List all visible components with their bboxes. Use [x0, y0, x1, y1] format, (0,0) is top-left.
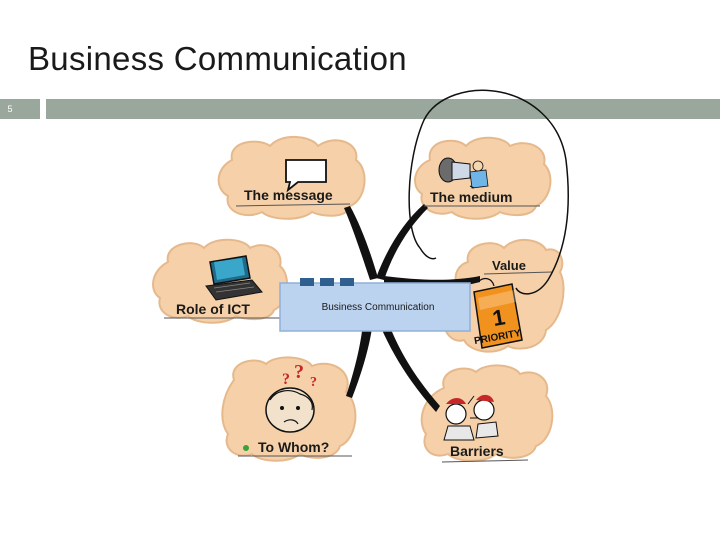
branch-label-the-message: The message: [244, 187, 333, 203]
center-dot-2: [320, 278, 334, 286]
priority-number: 1: [490, 304, 506, 331]
center-dot-1: [300, 278, 314, 286]
slide-title: Business Communication: [28, 40, 407, 77]
hand-drawn-loop-tail: [419, 247, 437, 260]
branch-label-value: Value: [492, 258, 526, 273]
center-label: Business Communication: [322, 302, 435, 313]
branch-label-barriers: Barriers: [450, 443, 504, 459]
laptop-icon: [205, 255, 263, 301]
branch-label-role-of-ict: Role of ICT: [176, 301, 250, 317]
branch-label-the-medium: The medium: [430, 189, 512, 205]
confused-person-icon: ? ? ?: [243, 361, 317, 451]
center-dot-3: [340, 278, 354, 286]
center-node: Business Communication: [279, 278, 471, 332]
arguing-people-icon: [443, 394, 499, 441]
megaphone-person-icon: [438, 157, 489, 189]
speech-bubble-icon: [285, 159, 327, 193]
svg-text:?: ?: [310, 375, 317, 390]
label-underlines: [164, 203, 553, 463]
svg-text:?: ?: [282, 371, 290, 388]
header-divider-bar: [46, 99, 720, 119]
priority-card-icon: 1 PRIORITY: [473, 277, 523, 349]
svg-text:?: ?: [294, 361, 304, 383]
branch-label-to-whom: To Whom?: [258, 439, 329, 455]
hand-drawn-loop: [408, 89, 569, 295]
slide-number-bar: [0, 99, 40, 119]
slide-number: 5: [7, 104, 13, 114]
